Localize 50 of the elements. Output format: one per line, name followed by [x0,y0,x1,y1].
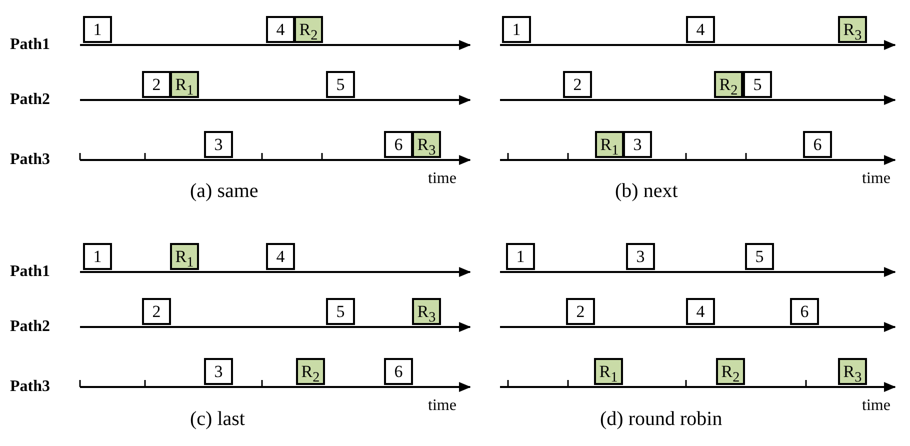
task-box: 4 [266,16,295,43]
axis-label: time [428,397,456,415]
task-box: 6 [384,358,413,385]
task-box: 6 [803,131,832,158]
highlighted-box: R$_{2}$ [714,71,743,98]
axis-label: time [862,170,890,188]
highlighted-box: R$_{3}$ [412,131,441,158]
caption: (c) last [190,408,245,431]
task-box: 1 [506,243,535,270]
row-label: Path2 [10,91,50,109]
row-label: Path2 [10,318,50,336]
highlighted-box: R$_{1}$ [595,131,624,158]
task-box: 3 [626,243,655,270]
caption: (a) same [190,180,258,203]
task-box: 5 [326,71,355,98]
task-box: 5 [743,71,772,98]
highlighted-box: R$_{1}$ [594,358,623,385]
task-box: 4 [266,243,295,270]
highlighted-box: R$_{3}$ [838,358,867,385]
caption: (d) round robin [600,408,722,431]
highlighted-box: R$_{1}$ [170,243,199,270]
task-box: 1 [83,243,112,270]
row-label: Path3 [10,151,50,169]
task-box: 2 [563,71,592,98]
task-box: 5 [745,243,774,270]
highlighted-box: R$_{2}$ [294,16,323,43]
task-box: 4 [686,16,715,43]
task-box: 2 [142,298,171,325]
highlighted-box: R$_{2}$ [296,358,325,385]
task-box: 3 [204,358,233,385]
caption: (b) next [615,180,678,203]
task-box: 2 [142,71,171,98]
highlighted-box: R$_{3}$ [412,298,441,325]
task-box: 3 [204,131,233,158]
task-box: 1 [83,16,112,43]
task-box: 1 [502,16,531,43]
highlighted-box: R$_{2}$ [716,358,745,385]
axis-label: time [862,397,890,415]
highlighted-box: R$_{3}$ [838,16,867,43]
highlighted-box: R$_{1}$ [170,71,199,98]
row-label: Path1 [10,263,50,281]
task-box: 6 [790,298,819,325]
task-box: 5 [326,298,355,325]
row-label: Path3 [10,378,50,396]
task-box: 2 [566,298,595,325]
axis-label: time [428,170,456,188]
task-box: 3 [623,131,652,158]
row-label: Path1 [10,36,50,54]
task-box: 4 [686,298,715,325]
task-box: 6 [384,131,413,158]
